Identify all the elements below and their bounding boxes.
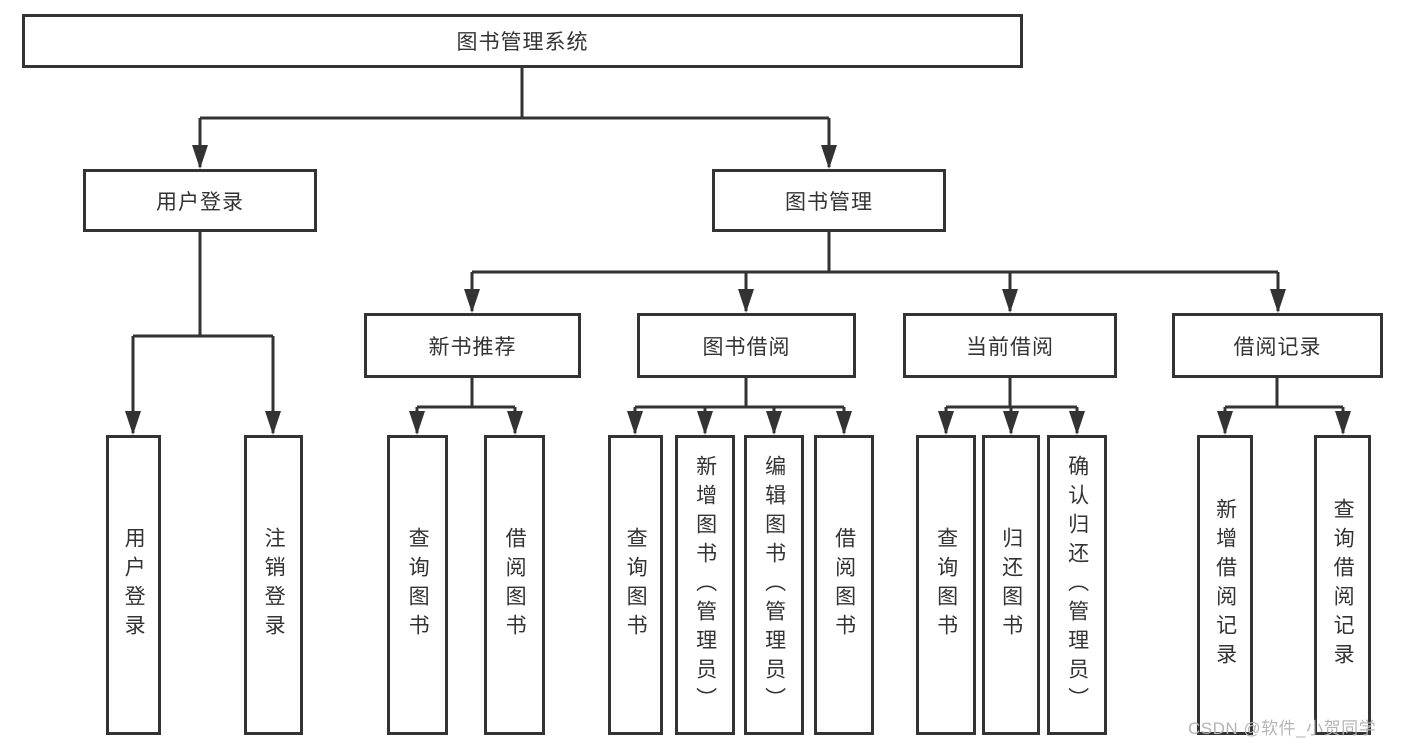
node-current-borrowing: 当前借阅 [903, 313, 1117, 378]
node-book-management: 图书管理 [712, 169, 946, 232]
node-label: 注销登录 [262, 527, 286, 643]
node-label: 归还图书 [999, 527, 1023, 643]
connector-recommendation-split [417, 378, 515, 409]
leaf-return-books: 归还图书 [982, 435, 1040, 735]
node-borrowing-records: 借阅记录 [1172, 313, 1383, 378]
node-label: 新增借阅记录 [1213, 498, 1237, 672]
leaf-query-books-recommend: 查询图书 [387, 435, 448, 735]
leaf-borrow-books-borrowing: 借阅图书 [814, 435, 874, 735]
node-label: 查询图书 [624, 527, 648, 643]
connector-current-split [946, 378, 1077, 409]
connector-root-split [200, 68, 829, 120]
node-label: 查询图书 [406, 527, 430, 643]
leaf-query-books-current: 查询图书 [916, 435, 976, 735]
node-book-borrowing: 图书借阅 [637, 313, 856, 378]
leaf-add-borrow-record: 新增借阅记录 [1197, 435, 1253, 735]
node-label: 借阅图书 [832, 527, 856, 643]
connector-user-login-split [133, 232, 273, 338]
node-label: 查询图书 [934, 527, 958, 643]
leaf-query-borrow-record: 查询借阅记录 [1314, 435, 1371, 735]
leaf-user-login: 用户登录 [106, 435, 161, 735]
leaf-borrow-books-recommend: 借阅图书 [484, 435, 545, 735]
leaf-add-book-admin: 新增图书（管理员） [675, 435, 735, 735]
node-label: 新增图书（管理员） [693, 454, 717, 716]
node-label: 用户登录 [122, 527, 146, 643]
node-label: 借阅图书 [503, 527, 527, 643]
node-label: 查询借阅记录 [1331, 498, 1355, 672]
leaf-confirm-return-admin: 确认归还（管理员） [1047, 435, 1107, 735]
connector-borrowing-split [635, 378, 844, 409]
node-label: 编辑图书（管理员） [762, 454, 786, 716]
connector-book-management-split [472, 232, 1278, 274]
node-user-login: 用户登录 [83, 169, 317, 232]
node-root: 图书管理系统 [22, 14, 1023, 68]
connector-records-split [1225, 378, 1343, 409]
node-label: 确认归还（管理员） [1065, 454, 1089, 716]
csdn-watermark: CSDN @软件_小贺同学 [1188, 719, 1377, 738]
leaf-logout: 注销登录 [244, 435, 303, 735]
leaf-edit-book-admin: 编辑图书（管理员） [744, 435, 804, 735]
node-new-book-recommendation: 新书推荐 [364, 313, 581, 378]
leaf-query-books-borrowing: 查询图书 [608, 435, 663, 735]
